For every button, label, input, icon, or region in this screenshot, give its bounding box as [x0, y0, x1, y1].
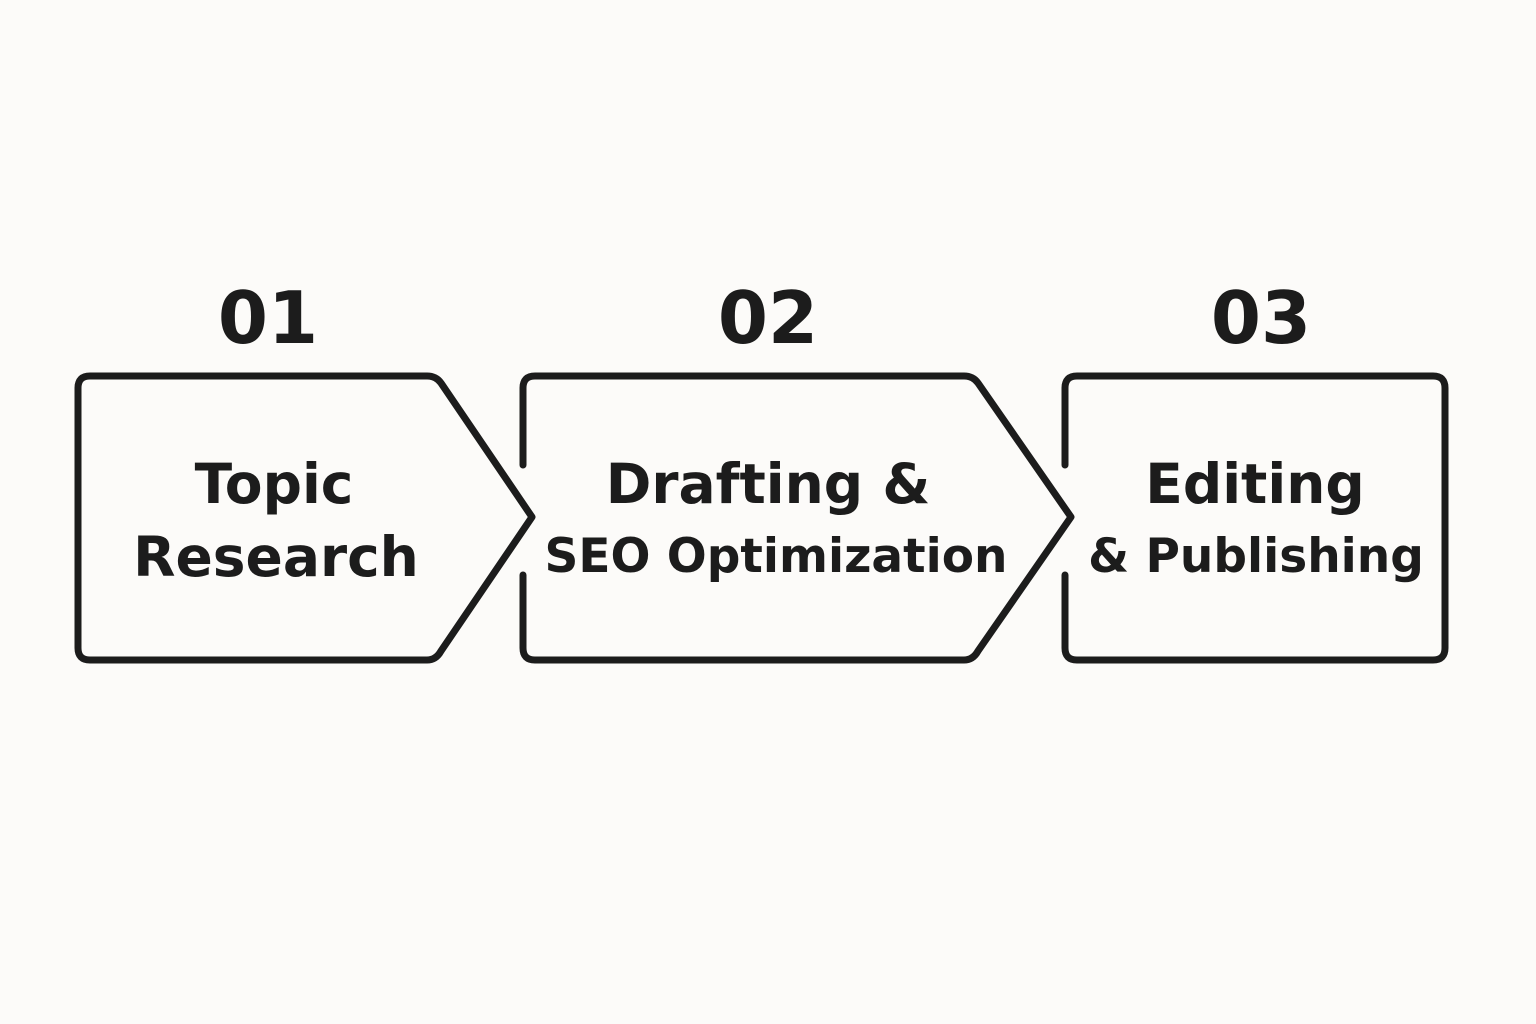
step-1: 01 Topic Research	[74, 276, 536, 664]
step-2: 02 Drafting & SEO Optimization	[519, 276, 1075, 664]
step-3: 03 Editing & Publishing	[1061, 276, 1449, 664]
step-1-number: 01	[218, 276, 318, 360]
step-3-box	[1061, 372, 1449, 664]
step-2-label-line1: Drafting &	[606, 452, 931, 516]
step-2-arrow-box	[519, 372, 1075, 664]
step-2-label-line2: SEO Optimization	[545, 529, 1008, 584]
step-3-number: 03	[1211, 276, 1311, 360]
step-1-label-line1: Topic	[195, 452, 354, 516]
step-3-label-line1: Editing	[1145, 452, 1364, 516]
step-3-label-line2: & Publishing	[1088, 529, 1424, 584]
step-1-arrow-box	[74, 372, 536, 664]
step-2-number: 02	[718, 276, 818, 360]
step-1-label-line2: Research	[133, 525, 419, 589]
